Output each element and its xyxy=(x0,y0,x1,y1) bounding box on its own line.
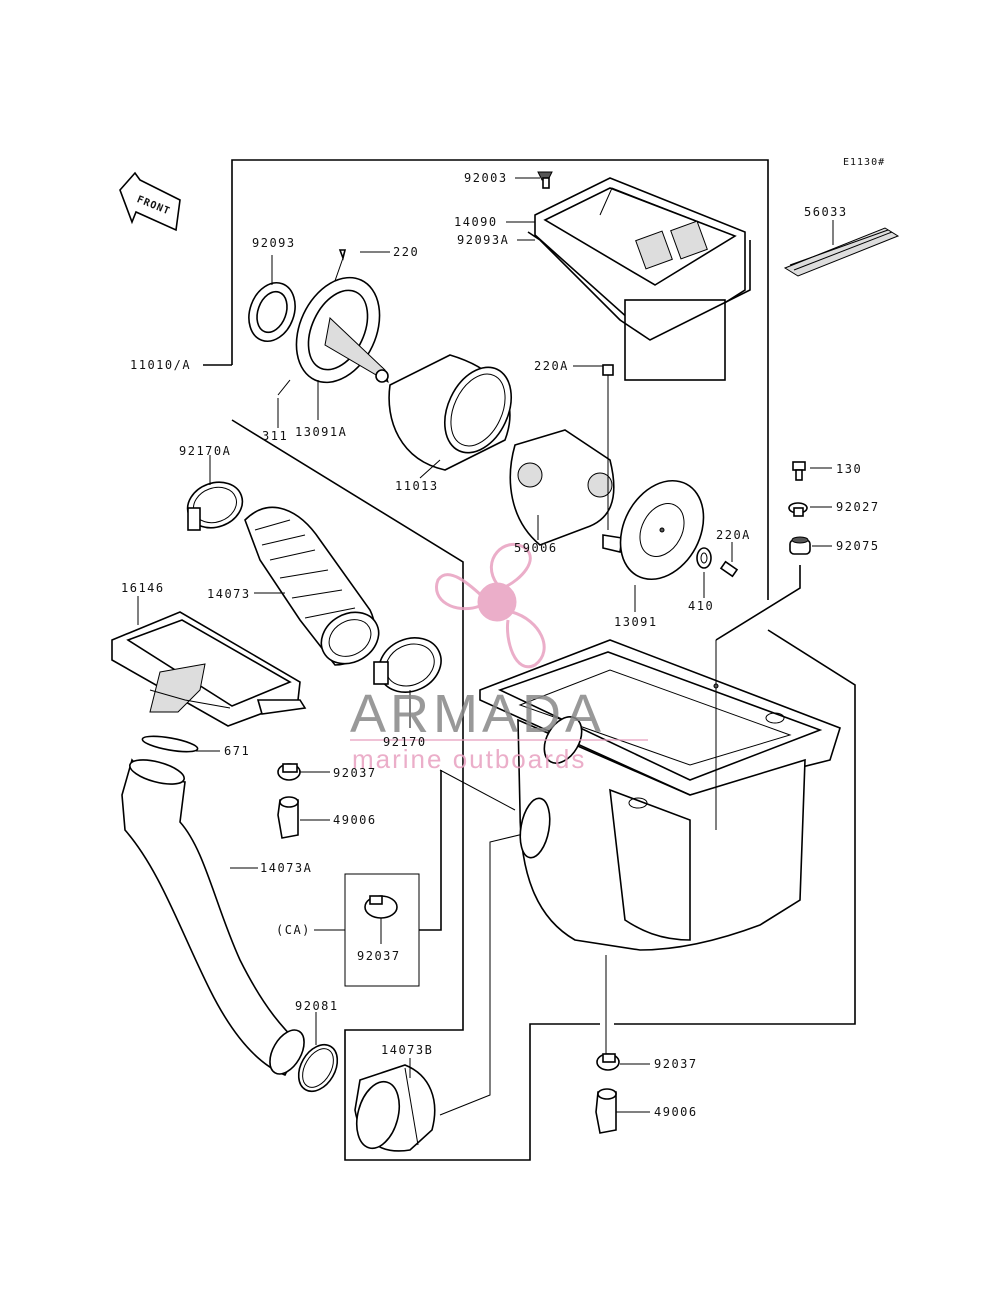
label-671: 671 xyxy=(224,744,250,758)
label-311: 311 xyxy=(262,429,288,443)
plate-13091-part xyxy=(619,479,705,581)
airbox-housing-part xyxy=(479,639,841,951)
label-220a-side: 220A xyxy=(716,528,751,542)
clamp-ca-part xyxy=(364,895,398,919)
diagram-code: E1130# xyxy=(843,157,885,168)
tray-16146-part xyxy=(111,611,307,727)
label-92093a: 92093A xyxy=(457,233,509,247)
filter-element-part xyxy=(388,354,512,471)
label-92093: 92093 xyxy=(252,236,296,250)
washer-bolt-parts xyxy=(696,547,739,578)
label-16146: 16146 xyxy=(121,581,165,595)
label-130: 130 xyxy=(836,462,862,476)
label-49006-b: 49006 xyxy=(654,1105,698,1119)
duct-14073-part xyxy=(244,506,380,666)
label-11013: 11013 xyxy=(395,479,439,493)
clamp-hose-a-parts xyxy=(277,763,301,839)
label-14073: 14073 xyxy=(207,587,251,601)
ring-92081-part xyxy=(297,1043,339,1093)
clamp-hose-b-parts xyxy=(595,1053,620,1134)
label-56033: 56033 xyxy=(804,205,848,219)
small-fittings-parts xyxy=(788,461,811,555)
label-59006: 59006 xyxy=(514,541,558,555)
label-220a-top: 220A xyxy=(534,359,569,373)
watermark-tagline: marine outboards xyxy=(352,744,586,774)
o-ring-671-part xyxy=(141,735,199,753)
propeller-icon xyxy=(435,542,546,669)
airbox-cover-part xyxy=(527,171,751,381)
label-92037-b: 92037 xyxy=(654,1057,698,1071)
hose-14073a-part xyxy=(121,758,305,1077)
duct-14073b-part xyxy=(354,1064,436,1152)
label-ca: (CA) xyxy=(276,923,311,937)
label-49006-a: 49006 xyxy=(333,813,377,827)
label-13091: 13091 xyxy=(614,615,658,629)
filter-core-part xyxy=(509,364,623,553)
front-arrow-icon: FRONT xyxy=(119,171,181,232)
plate-13091a-part xyxy=(277,276,389,396)
label-14073b: 14073B xyxy=(381,1043,433,1057)
clamp-92170-part xyxy=(373,637,442,693)
label-92081: 92081 xyxy=(295,999,339,1013)
label-92037-ca: 92037 xyxy=(357,949,401,963)
label-410: 410 xyxy=(688,599,714,613)
label-14090: 14090 xyxy=(454,215,498,229)
pad-part xyxy=(783,227,900,277)
label-220: 220 xyxy=(393,245,419,259)
clamp-92170a-part xyxy=(186,481,244,531)
part-labels: 92003 14090 92093A 56033 92093 220 11010… xyxy=(121,171,880,1119)
assembly-bracket-lines xyxy=(203,159,856,1161)
leader-lines xyxy=(137,177,834,1113)
watermark-brand: ARMADA xyxy=(350,684,605,744)
label-11010a: 11010/A xyxy=(130,358,191,372)
label-13091a: 13091A xyxy=(295,425,347,439)
watermark-logo: ARMADA marine outboards xyxy=(350,542,648,774)
label-92170: 92170 xyxy=(383,735,427,749)
label-92037-a: 92037 xyxy=(333,766,377,780)
label-92027: 92027 xyxy=(836,500,880,514)
label-92003: 92003 xyxy=(464,171,508,185)
label-92075: 92075 xyxy=(836,539,880,553)
label-92170a: 92170A xyxy=(179,444,231,458)
label-14073a: 14073A xyxy=(260,861,312,875)
